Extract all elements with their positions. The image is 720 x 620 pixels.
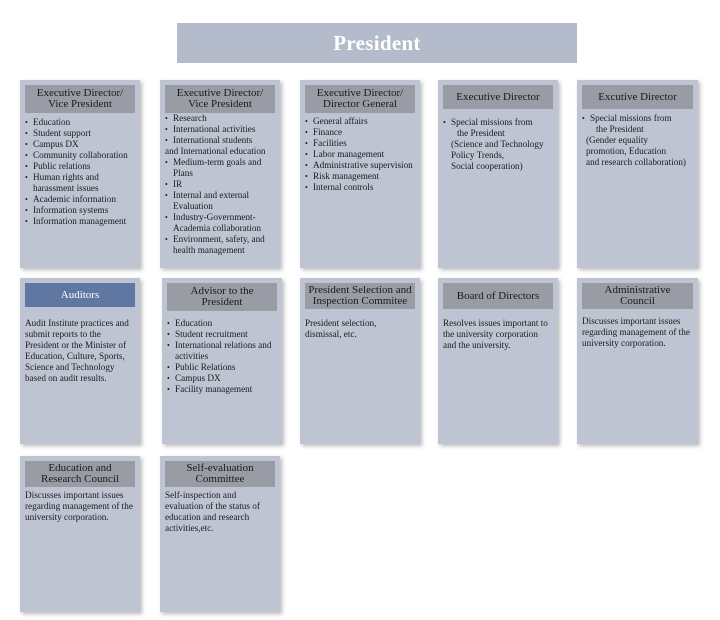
list-item: Human rights and harassment issues [25,172,136,194]
list-item: Special missions from [443,117,554,128]
list-item: and research collaboration) [586,157,686,167]
card-description: President selection, dismissal, etc. [305,318,377,339]
card-board-of-directors: Board of Directors Resolves issues impor… [438,278,558,444]
header-line: Vice President [48,98,112,110]
duty-list: Education Student recruitment Internatio… [167,318,278,395]
header-line: Advisor to the [190,285,254,297]
list-item: Facility management [167,384,278,395]
duty-list: General affairs Finance Facilities Labor… [305,116,416,193]
list-item: Medium-term goals and Plans [165,157,276,179]
list-item: (Gender equality [586,135,648,145]
header-line: Vice President [188,98,252,110]
list-item: the President [457,128,505,138]
list-item: Academic information [25,194,136,205]
list-item: Public Relations [167,362,278,373]
list-item: Community collaboration [25,150,136,161]
header-line: Research Council [41,473,119,485]
header-line: Administrative [604,284,671,296]
list-item: Labor management [305,149,416,160]
list-item: Internal and external Evaluation [165,190,276,212]
list-item: Environment, safety, and health manageme… [165,234,276,256]
list-item: International students [165,135,276,146]
card-exec-director-gender: Excutive Director Special missions from … [577,80,698,268]
list-item: Internal controls [305,182,416,193]
list-item: IR [165,179,276,190]
list-item: Industry-Government-Academia collaborati… [165,212,276,234]
list-item: and International education [165,146,266,156]
card-header: Excutive Director [582,85,693,109]
list-item: Education [25,117,136,128]
card-description: Discusses important issues regarding man… [25,490,133,522]
header-line: Executive Director/ [36,87,124,99]
list-item: Administrative supervision [305,160,416,171]
header-line: Executive Director/ [176,87,264,99]
duty-list: Special missions from the President (Sci… [443,117,554,172]
list-item: Student support [25,128,136,139]
header-line: Education and [48,462,112,474]
card-header: Executive Director/Vice President [165,85,275,113]
list-item: Policy Trends, [451,150,505,160]
card-header: Auditors [25,283,135,307]
list-item: Public relations [25,161,136,172]
card-description: Resolves issues important to the univers… [443,318,548,350]
list-item: Social cooperation) [451,161,523,171]
header-line: Board of Directors [456,289,540,302]
list-item: Education [167,318,278,329]
list-item: promotion, Education [586,146,667,156]
header-line: Auditors [60,288,100,301]
list-item: Finance [305,127,416,138]
card-description: Self-inspection and evaluation of the st… [165,490,260,533]
card-header: Executive Director/Vice President [25,85,135,113]
card-exec-vp-research: Executive Director/Vice President Resear… [160,80,280,268]
list-item: Special missions from [582,113,694,124]
header-line: Council [620,295,655,307]
card-exec-vp-education: Executive Director/Vice President Educat… [20,80,140,268]
list-item: International activities [165,124,276,135]
list-item: Student recruitment [167,329,278,340]
header-line: Self-evaluation [186,462,254,474]
list-item: the President [596,124,644,134]
card-header: Executive Director [443,85,553,109]
card-exec-director-science: Executive Director Special missions from… [438,80,558,268]
list-item: Information systems [25,205,136,216]
header-line: Director General [322,98,398,110]
card-auditors: Auditors Audit Institute practices and s… [20,278,140,444]
list-item: Facilities [305,138,416,149]
header-line: Executive Director/ [316,87,404,99]
card-header: Executive Director/Director General [305,85,415,113]
header-line: Inspection Commitee [312,295,408,307]
card-description: Audit Institute practices and submit rep… [25,318,129,383]
list-item: (Science and Technology [451,139,544,149]
header-line: Excutive Director [598,90,677,103]
duty-list: Education Student support Campus DX Comm… [25,117,136,227]
list-item: Research [165,113,276,124]
list-item: General affairs [305,116,416,127]
card-exec-director-general: Executive Director/Director General Gene… [300,80,420,268]
header-line: President [201,296,243,308]
list-item: Campus DX [167,373,278,384]
list-item: International relations and activities [167,340,278,362]
list-item: Campus DX [25,139,136,150]
duty-list: Special missions from the President (Gen… [582,113,694,168]
list-item: Risk management [305,171,416,182]
header-line: Committee [195,473,245,485]
card-header: Board of Directors [443,283,553,309]
list-item: Information management [25,216,136,227]
header-line: Executive Director [456,90,540,103]
president-label: President [333,30,421,55]
card-description: Discusses important issues regarding man… [582,316,690,348]
president-box: President [177,23,577,63]
header-line: President Selection and [308,284,412,296]
duty-list: Research International activities Intern… [165,113,276,256]
